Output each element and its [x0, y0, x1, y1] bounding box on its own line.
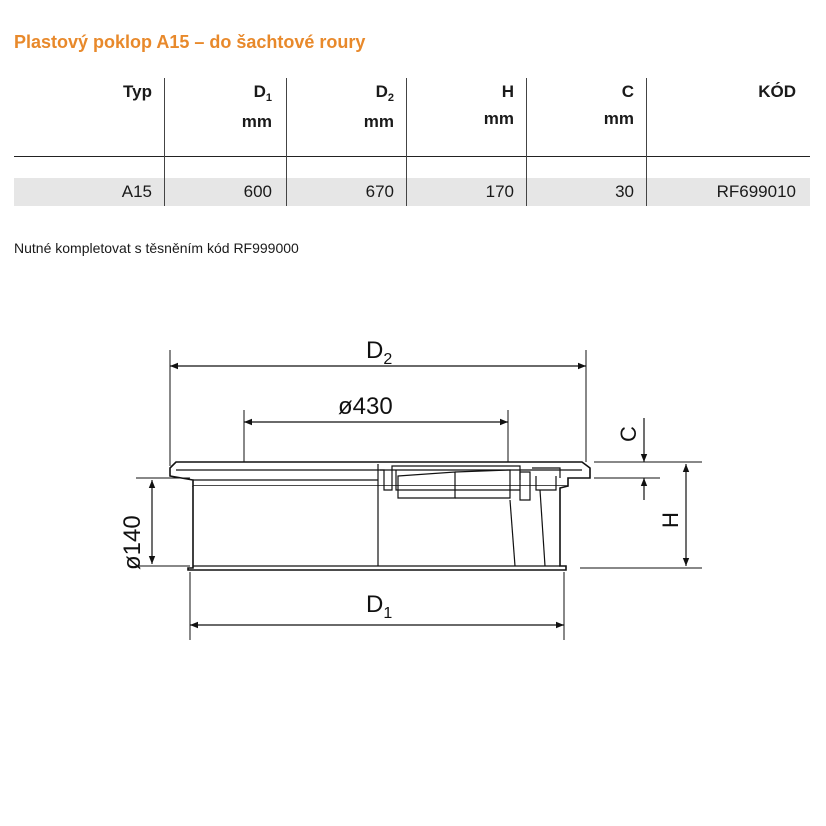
header-h: H mm — [483, 82, 514, 128]
label-c: C — [616, 426, 641, 442]
column-divider — [526, 78, 527, 206]
label-d1: D1 — [366, 591, 392, 622]
dimension-lines — [148, 362, 690, 629]
cell-c: 30 — [615, 182, 634, 201]
label-dia-140: ø140 — [119, 515, 146, 570]
column-divider — [406, 78, 407, 206]
cell-d1: 600 — [243, 182, 272, 201]
cell-d2: 670 — [365, 182, 394, 201]
header-typ: Typ — [123, 82, 152, 101]
cover-inner-details — [176, 464, 582, 567]
page-title: Plastový poklop A15 – do šachtové roury — [14, 32, 366, 52]
header-c: C mm — [603, 82, 634, 128]
cell-typ: A15 — [121, 182, 152, 201]
column-divider — [286, 78, 287, 206]
cover-outline — [169, 461, 591, 571]
header-kod: KÓD — [758, 82, 796, 101]
header-d1: D1 mm — [241, 82, 272, 131]
label-h: H — [658, 512, 683, 528]
extension-lines — [136, 350, 702, 640]
header-divider — [14, 156, 810, 157]
column-divider — [164, 78, 165, 206]
note-text: Nutné kompletovat s těsněním kód RF99900… — [14, 240, 299, 256]
cell-kod: RF699010 — [716, 182, 796, 201]
technical-drawing: D2 ø430 D1 ø140 C H — [119, 337, 702, 640]
table-row — [14, 178, 810, 206]
column-divider — [646, 78, 647, 206]
label-d2: D2 — [366, 337, 392, 368]
cell-h: 170 — [485, 182, 514, 201]
header-d2: D2 mm — [363, 82, 394, 131]
label-dia-430: ø430 — [338, 393, 393, 420]
